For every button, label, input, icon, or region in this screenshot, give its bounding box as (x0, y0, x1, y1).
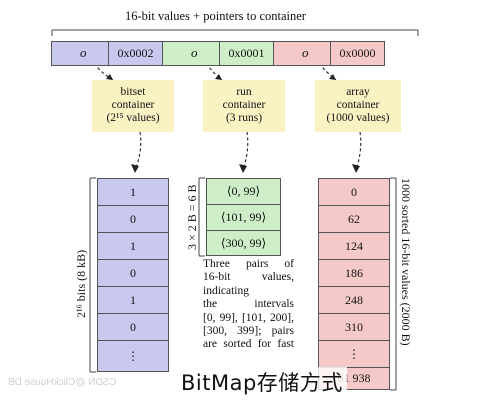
array-cell: ⋮ (318, 340, 390, 368)
array-cell: 0 (318, 178, 390, 206)
array-cell: 124 (318, 232, 390, 260)
pointer-cell-1: o (162, 41, 220, 66)
array-cell: 62 (318, 205, 390, 233)
bitset-cell: 0 (97, 205, 169, 233)
array-cell: 186 (318, 259, 390, 287)
bitset-cell: 0 (97, 259, 169, 287)
watermark: CSDN @ClickHouse DB (8, 377, 117, 388)
pointer-cell-0: o (51, 41, 109, 66)
pointer-cell-2: o (273, 41, 331, 66)
bitset-size-label: 2¹⁶ bits (8 kB) (74, 249, 88, 318)
array-cell: 310 (318, 313, 390, 341)
key-cell-0x0001: 0x0001 (219, 41, 274, 66)
run-description: Three pairs of 16-bit values, indicating… (203, 258, 294, 351)
caption: BitMap存储方式 (177, 367, 347, 397)
array-cell: 248 (318, 286, 390, 314)
key-cell-0x0000: 0x0000 (330, 41, 385, 66)
bitset-cell: ⋮ (97, 340, 169, 372)
run-cell: ⟨300, 99⟩ (206, 230, 281, 256)
bitset-cell: 1 (97, 232, 169, 260)
array-size-label: 1000 sorted 16-bit values (2000 B) (399, 178, 413, 346)
bitset-cell: 1 (97, 286, 169, 314)
header-title: 16-bit values + pointers to container (125, 9, 306, 23)
key-cell-0x0002: 0x0002 (108, 41, 163, 66)
run-cell: ⟨0, 99⟩ (206, 178, 281, 205)
bitset-cell: 0 (97, 313, 169, 341)
run-cell: ⟨101, 99⟩ (206, 204, 281, 231)
run-size-label: 3 × 2 B = 6 B (185, 184, 199, 250)
bitset-cell: 1 (97, 178, 169, 206)
